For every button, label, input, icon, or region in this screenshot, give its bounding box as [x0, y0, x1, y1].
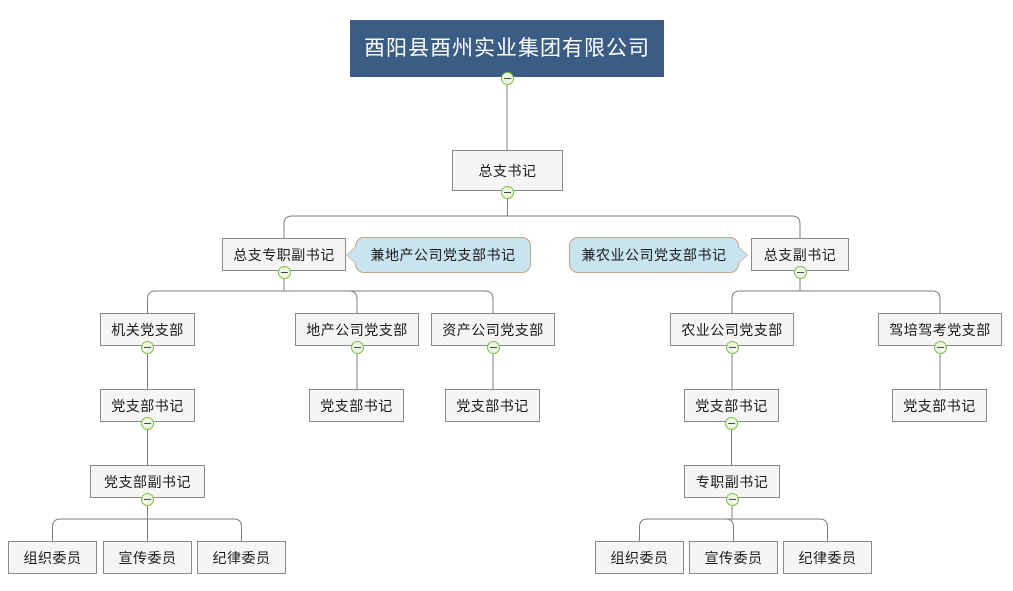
node-branch-realty[interactable]: 地产公司党支部 [295, 313, 419, 346]
node-disc-member-l-label: 纪律委员 [212, 549, 271, 566]
node-root-label: 酉阳县酉州实业集团有限公司 [364, 37, 650, 60]
node-sec-organ[interactable]: 党支部书记 [100, 389, 195, 422]
node-sec-realty-label: 党支部书记 [320, 397, 393, 414]
connector-branch-3-0 [731, 290, 800, 313]
connector-branch-2-2 [284, 290, 494, 313]
connector-branch-3-1 [800, 290, 941, 313]
connector-branch-12-0 [639, 518, 732, 541]
node-branch-secretary-label: 总支书记 [478, 162, 537, 179]
collapse-minus-icon-branch-asset[interactable] [486, 341, 500, 354]
connector-branch-12-1 [725, 518, 734, 541]
callout-callout-agri-label: 兼农业公司党支部书记 [581, 247, 727, 263]
node-org-member-r-label: 组织委员 [610, 549, 669, 566]
node-org-member-r[interactable]: 组织委员 [595, 541, 684, 574]
node-deputy-organ-label: 党支部副书记 [104, 473, 191, 490]
node-deputy-agri[interactable]: 专职副书记 [684, 465, 780, 498]
collapse-minus-icon-branch-realty[interactable] [350, 341, 364, 354]
callout-pointer-callout-realty [347, 247, 356, 263]
connector-branch-2-1 [284, 290, 358, 313]
node-branch-realty-label: 地产公司党支部 [306, 321, 408, 338]
node-sec-driving[interactable]: 党支部书记 [892, 389, 987, 422]
node-branch-agri[interactable]: 农业公司党支部 [670, 313, 794, 346]
node-disc-member-r-label: 纪律委员 [798, 549, 857, 566]
callout-pointer-callout-agri [738, 247, 747, 263]
node-deputy-secretary-label: 总支副书记 [763, 246, 837, 263]
connector-branch-1-1 [507, 215, 801, 238]
connector-branch-12-2 [732, 518, 828, 541]
connector-branch-2-0 [147, 290, 284, 313]
node-disc-member-l[interactable]: 纪律委员 [197, 541, 286, 574]
node-branch-asset-label: 资产公司党支部 [442, 321, 544, 338]
collapse-minus-icon-branch-organ[interactable] [141, 341, 154, 354]
node-pub-member-r[interactable]: 宣传委员 [689, 541, 778, 574]
collapse-minus-icon-deputy-agri[interactable] [725, 493, 739, 506]
node-deputy-agri-label: 专职副书记 [695, 473, 769, 490]
node-branch-organ-label: 机关党支部 [111, 321, 184, 338]
callout-callout-agri[interactable]: 兼农业公司党支部书记 [569, 237, 747, 273]
node-sec-asset-label: 党支部书记 [456, 397, 529, 414]
collapse-minus-icon-deputy-full-time[interactable] [277, 266, 291, 279]
node-branch-asset[interactable]: 资产公司党支部 [431, 313, 555, 346]
node-sec-asset[interactable]: 党支部书记 [445, 389, 540, 422]
node-pub-member-l[interactable]: 宣传委员 [103, 541, 192, 574]
connector-branch-11-2 [147, 518, 242, 541]
node-pub-member-r-label: 宣传委员 [704, 549, 763, 566]
node-root[interactable]: 酉阳县酉州实业集团有限公司 [350, 20, 664, 77]
node-deputy-full-time-label: 总支专职副书记 [233, 246, 335, 263]
node-org-member-l-label: 组织委员 [23, 549, 82, 566]
collapse-minus-icon-sec-agri[interactable] [725, 417, 738, 430]
connector-branch-1-0 [283, 215, 508, 238]
node-branch-secretary[interactable]: 总支书记 [452, 150, 563, 191]
callout-callout-realty-label: 兼地产公司党支部书记 [370, 247, 516, 263]
collapse-minus-icon-branch-driving[interactable] [933, 341, 947, 354]
collapse-minus-icon-sec-organ[interactable] [141, 417, 154, 430]
node-org-member-l[interactable]: 组织委员 [8, 541, 97, 574]
callout-callout-realty[interactable]: 兼地产公司党支部书记 [347, 237, 531, 273]
node-branch-agri-label: 农业公司党支部 [681, 321, 783, 338]
node-deputy-secretary[interactable]: 总支副书记 [751, 238, 849, 271]
collapse-minus-icon-branch-agri[interactable] [725, 341, 739, 354]
node-sec-organ-label: 党支部书记 [111, 397, 184, 414]
node-branch-driving-label: 驾培驾考党支部 [889, 321, 991, 338]
collapse-minus-icon-branch-secretary[interactable] [501, 186, 514, 199]
node-disc-member-r[interactable]: 纪律委员 [783, 541, 872, 574]
collapse-minus-icon-deputy-organ[interactable] [141, 493, 154, 506]
node-branch-driving[interactable]: 驾培驾考党支部 [878, 313, 1002, 346]
node-pub-member-l-label: 宣传委员 [118, 549, 177, 566]
collapse-minus-icon-root[interactable] [500, 72, 514, 85]
collapse-minus-icon-deputy-secretary[interactable] [793, 266, 807, 279]
node-branch-organ[interactable]: 机关党支部 [100, 313, 195, 346]
node-sec-agri-label: 党支部书记 [695, 397, 768, 414]
node-sec-driving-label: 党支部书记 [903, 397, 976, 414]
node-sec-realty[interactable]: 党支部书记 [309, 389, 404, 422]
node-deputy-full-time[interactable]: 总支专职副书记 [222, 238, 346, 271]
connector-branch-11-0 [52, 518, 148, 541]
